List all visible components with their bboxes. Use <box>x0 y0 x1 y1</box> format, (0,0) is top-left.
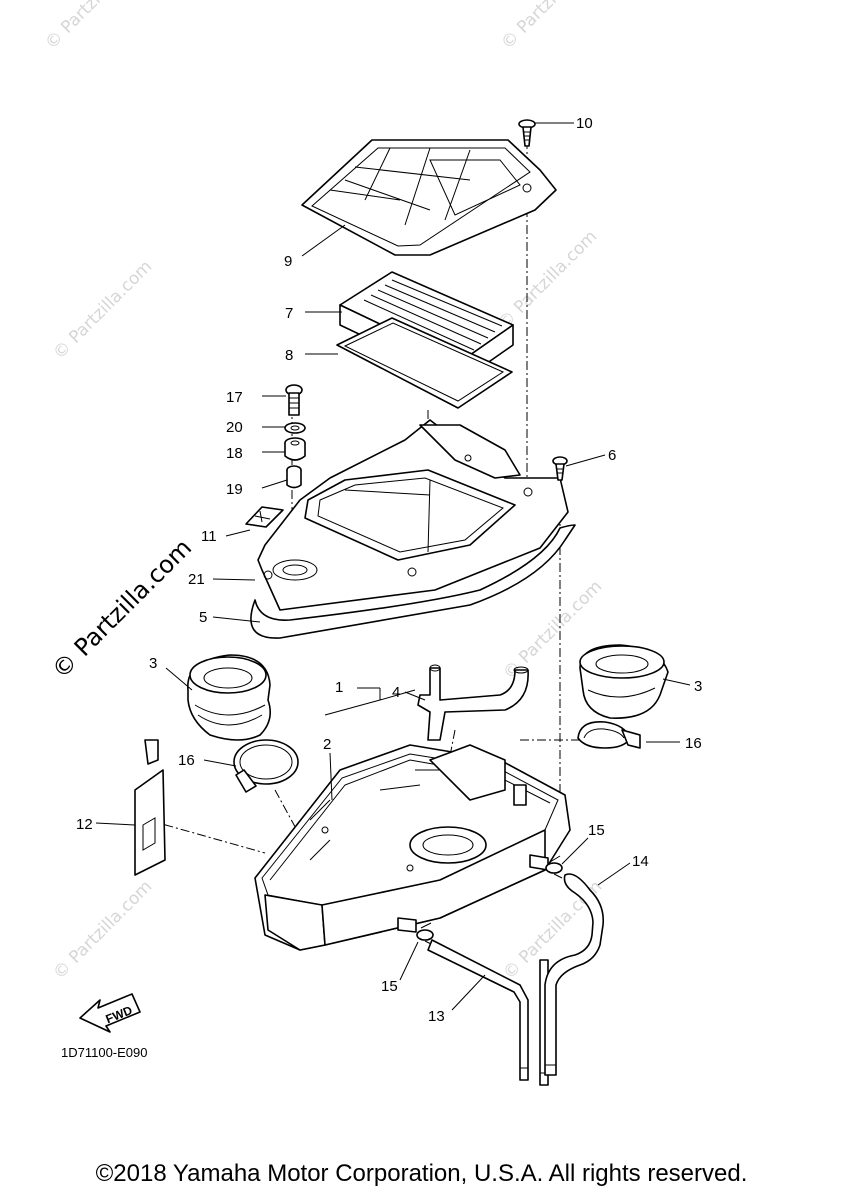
washer-20-icon <box>284 422 306 434</box>
forward-arrow-icon: FWD <box>79 993 141 1033</box>
intake-joint-left-icon <box>187 654 271 741</box>
callout-3-right: 3 <box>694 678 702 695</box>
callout-17: 17 <box>226 389 243 406</box>
callout-8: 8 <box>285 347 293 364</box>
callout-4: 4 <box>392 684 400 701</box>
callout-6: 6 <box>608 447 616 464</box>
callout-15-upper: 15 <box>588 822 605 839</box>
callout-labels: 10 9 7 8 17 20 18 19 6 11 21 5 3 3 1 4 2… <box>76 115 702 1025</box>
watermark-large: © Partzilla.com <box>46 533 197 684</box>
filter-seal-icon <box>336 317 513 409</box>
callout-19: 19 <box>226 481 243 498</box>
copyright-notice: ©2018 Yamaha Motor Corporation, U.S.A. A… <box>95 1160 748 1187</box>
watermark: © Partzilla.com <box>49 257 156 364</box>
intake-joint-right-icon <box>579 644 669 719</box>
watermark: © Partzilla.com <box>497 0 604 54</box>
callout-11: 11 <box>201 528 217 545</box>
callout-21: 21 <box>188 571 205 588</box>
callout-20: 20 <box>226 419 243 436</box>
callout-16-left: 16 <box>178 752 195 769</box>
watermark: © Partzilla.com <box>41 0 148 54</box>
callout-2: 2 <box>323 736 331 753</box>
callout-9: 9 <box>284 253 292 270</box>
leader-lines <box>95 122 691 1011</box>
clamp-16-left-icon <box>233 739 299 793</box>
callout-12: 12 <box>76 816 93 833</box>
sheet-12-icon <box>134 739 166 876</box>
clip-15-lower-icon <box>397 917 434 946</box>
callout-7: 7 <box>285 305 293 322</box>
callout-1: 1 <box>335 679 343 696</box>
airbox-lower-case-icon <box>254 744 571 951</box>
collar-19-icon <box>286 465 302 489</box>
callout-10: 10 <box>576 115 593 132</box>
callout-18: 18 <box>226 445 243 462</box>
callout-14: 14 <box>632 853 649 870</box>
watermark: © Partzilla.com <box>49 877 156 984</box>
callout-3-left: 3 <box>149 655 157 672</box>
grommet-18-icon <box>284 437 306 461</box>
breather-pipe-icon <box>417 664 529 741</box>
clip-15-upper-icon <box>529 854 563 879</box>
diagram-reference-code: 1D71100-E090 <box>61 1045 148 1060</box>
callout-16-right: 16 <box>685 735 702 752</box>
screw-6-icon <box>552 456 568 481</box>
clamp-16-right-icon <box>577 721 641 749</box>
callout-15-lower: 15 <box>381 978 398 995</box>
callout-13: 13 <box>428 1008 445 1025</box>
watermark: © Partzilla.com <box>494 227 601 334</box>
callout-5: 5 <box>199 609 207 626</box>
airbox-cover-icon <box>301 139 557 256</box>
drain-hose-14-icon <box>544 873 605 1076</box>
bolt-17-icon <box>285 384 303 416</box>
screw-10-icon <box>518 119 536 147</box>
airbox-upper-case-icon <box>250 419 576 639</box>
